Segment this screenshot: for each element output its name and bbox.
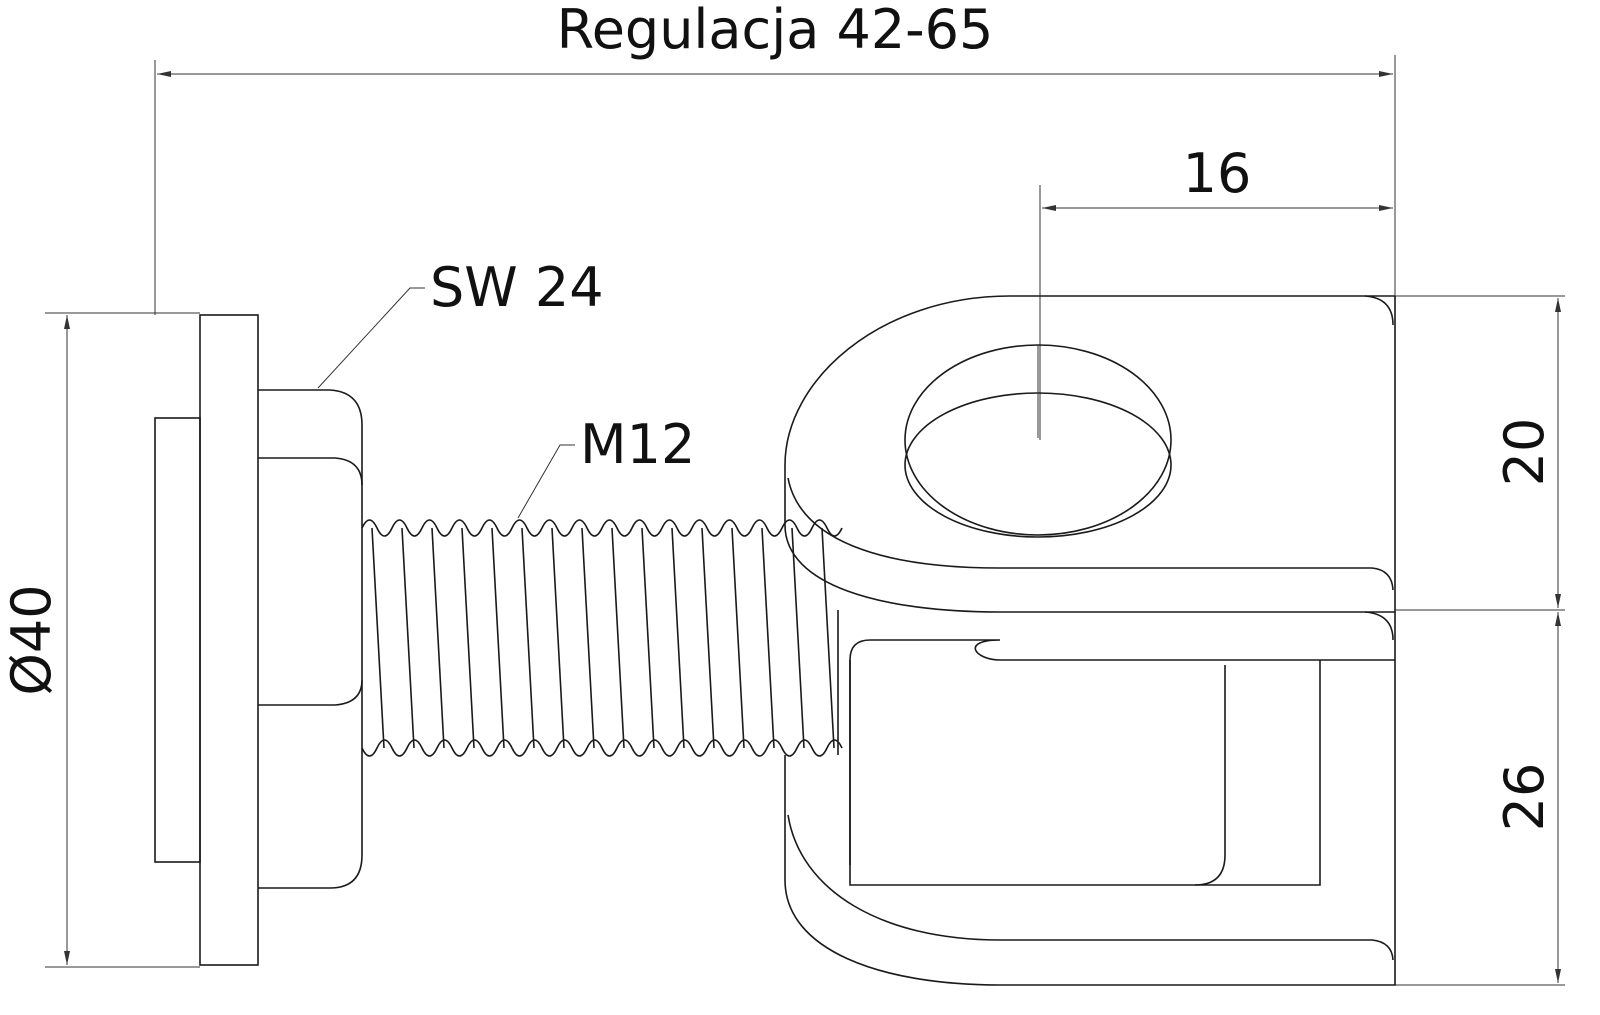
adjustment-dimension: Regulacja 42-65 — [154, 0, 1396, 315]
pin-offset-label: 16 — [1183, 142, 1252, 205]
thread-crest-line — [641, 527, 655, 749]
thread-crest-line — [491, 527, 505, 749]
hex-nut — [258, 389, 363, 889]
thread-crest-line — [431, 527, 445, 749]
threaded-rod — [361, 519, 843, 757]
lower-height-label: 26 — [1493, 763, 1556, 832]
thread-top-edge — [361, 519, 843, 537]
thread-crest-line — [401, 527, 415, 749]
thread-crest-line — [761, 527, 775, 749]
pin-offset-dimension: 16 — [1039, 142, 1393, 440]
wrench-size-label: SW 24 — [430, 256, 604, 319]
adjustment-label: Regulacja 42-65 — [557, 0, 994, 61]
thread-crest-line — [791, 527, 805, 749]
thread-crest-line — [521, 527, 535, 749]
thread-crest-line — [551, 527, 565, 749]
thread-crest-line — [371, 527, 385, 749]
thread-crest-line — [581, 527, 595, 749]
thread-leader: M12 — [517, 413, 695, 519]
thread-crest-line — [671, 527, 685, 749]
diameter-label: Ø40 — [0, 584, 63, 695]
thread-crest-line — [611, 527, 625, 749]
thread-crest-line — [701, 527, 715, 749]
diameter-dimension: Ø40 — [0, 312, 200, 968]
washer-plate — [154, 314, 259, 966]
hinge-pin — [904, 344, 1172, 538]
thread-crest-line — [461, 527, 475, 749]
clevis-body — [784, 295, 1396, 986]
thread-crest-line — [821, 527, 835, 749]
thread-bottom-edge — [361, 739, 843, 757]
thread-label: M12 — [580, 413, 695, 476]
thread-crest-line — [731, 527, 745, 749]
wrench-size-leader: SW 24 — [317, 256, 604, 389]
height-dimensions: 20 26 — [1395, 295, 1565, 986]
upper-height-label: 20 — [1493, 418, 1556, 487]
